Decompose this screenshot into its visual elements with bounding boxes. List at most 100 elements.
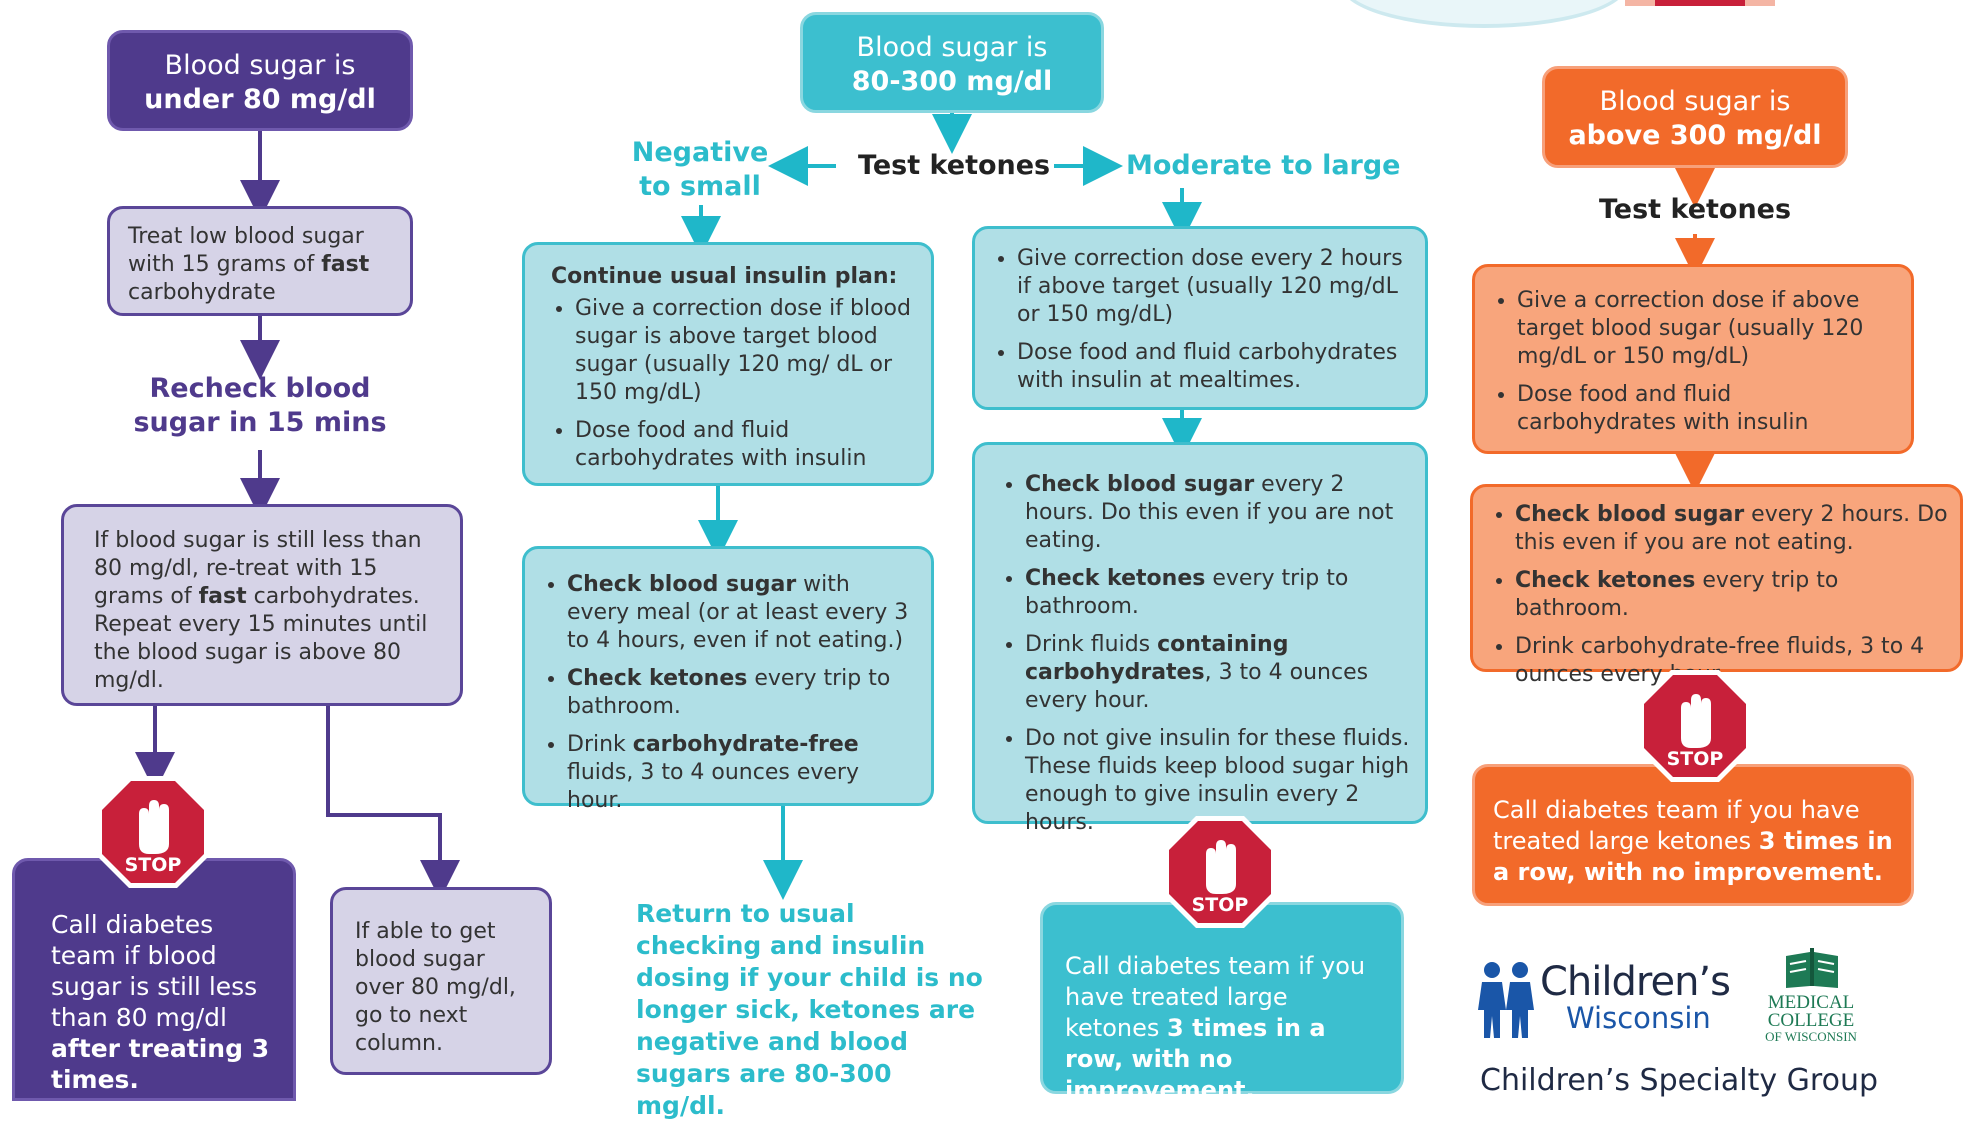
specialty-group: Children’s Specialty Group xyxy=(1480,1063,1878,1098)
col4-c2-rest: every trip to bathroom. xyxy=(1515,568,1839,621)
decorative-bar-red xyxy=(1655,0,1745,6)
col4-stop-label: STOP xyxy=(1667,748,1724,770)
childrens-logo: Children’s Wisconsin xyxy=(1472,958,1731,1040)
stop-sign-icon: STOP xyxy=(1164,816,1276,928)
col1-treat-bold: fast xyxy=(321,252,370,277)
col4-give-box: Give a correction dose if above target b… xyxy=(1472,264,1914,454)
col3-m2-rest: every trip to bathroom. xyxy=(1025,566,1349,619)
col2-header: Blood sugar is 80-300 mg/dl xyxy=(800,12,1104,113)
col4-check-bullet1: Check blood sugar every 2 hours. Do this… xyxy=(1515,501,1956,557)
col1-stop-label: STOP xyxy=(125,854,182,876)
col3-m3-bold: containing carbohydrates xyxy=(1025,632,1289,685)
col2-check3-bold: carbohydrate-free xyxy=(632,732,859,757)
col1-able-box: If able to get blood sugar over 80 mg/dl… xyxy=(330,887,552,1075)
col1-call-text: Call diabetes team if blood sugar is sti… xyxy=(51,909,275,1095)
col4-header: Blood sugar is above 300 mg/dl xyxy=(1542,66,1848,168)
col1-header: Blood sugar is under 80 mg/dl xyxy=(107,30,413,131)
col2-check-bullet1: Check blood sugar with every meal (or at… xyxy=(567,571,917,655)
col2-return-text: Return to usual checking and insulin dos… xyxy=(636,899,983,1120)
col3-stop-sign: STOP xyxy=(1162,814,1278,930)
col2-check1-rest: with every meal (or at least every 3 to … xyxy=(567,572,909,653)
children-figures-icon xyxy=(1478,962,1534,1038)
col4-call-a: Call diabetes team if you have treated l… xyxy=(1493,796,1860,855)
col4-stop-sign: STOP xyxy=(1637,668,1753,784)
col3-call-text: Call diabetes team if you have treated l… xyxy=(1065,951,1383,1106)
col3-m2-bold: Check ketones xyxy=(1025,566,1206,591)
col3-give-bullet2: Dose food and fluid carbohydrates with i… xyxy=(1017,339,1411,395)
col4-give-bullet1: Give a correction dose if above target b… xyxy=(1517,287,1897,371)
stop-sign-icon: STOP xyxy=(1639,670,1751,782)
childrens-logo-line1: Children’s xyxy=(1540,959,1731,1005)
col4-give-bullet2: Dose food and fluid carbohydrates with i… xyxy=(1517,381,1897,437)
col3-call-a: Call diabetes team if you have treated l… xyxy=(1065,952,1366,1042)
col3-monitor-bullet1: Check blood sugar every 2 hours. Do this… xyxy=(1025,471,1413,555)
col1-recheck: Recheck blood sugar in 15 mins xyxy=(107,372,413,440)
col2-check3-b: fluids, 3 to 4 ounces every hour. xyxy=(567,760,859,813)
col3-monitor-box: Check blood sugar every 2 hours. Do this… xyxy=(972,442,1428,835)
col1-recheck-line2: sugar in 15 mins xyxy=(133,407,387,438)
col2-check1-bold: Check blood sugar xyxy=(567,572,797,597)
col1-still-a: If blood sugar is still less than 80 mg/… xyxy=(94,528,422,609)
col3-call-box: Call diabetes team if you have treated l… xyxy=(1040,902,1404,1104)
col2-test-ketones: Test ketones xyxy=(858,150,1051,181)
col4-call-text: Call diabetes team if you have treated l… xyxy=(1493,795,1897,888)
col1-call-box: Call diabetes team if blood sugar is sti… xyxy=(12,858,296,1101)
col3-give-box: Give correction dose every 2 hours if ab… xyxy=(972,226,1428,410)
col3-stop-label: STOP xyxy=(1192,894,1249,916)
col4-c2-bold: Check ketones xyxy=(1515,568,1696,593)
col2-header-line1: Blood sugar is xyxy=(856,32,1048,63)
col2-negative: Negative to small xyxy=(620,136,780,204)
col1-treat-box: Treat low blood sugar with 15 grams of f… xyxy=(107,206,413,316)
col1-recheck-line1: Recheck blood xyxy=(149,373,371,404)
mcw-logo: MEDICAL COLLEGE OF WISCONSIN xyxy=(1748,946,1874,1046)
col4-header-line1: Blood sugar is xyxy=(1599,86,1791,117)
col2-continue-title: Continue usual insulin plan: xyxy=(551,264,898,289)
col2-neg-line2: to small xyxy=(639,171,761,202)
col2-continue-bullet1: Give a correction dose if blood sugar is… xyxy=(575,295,911,407)
col3-m1-rest: every 2 hours. Do this even if you are n… xyxy=(1025,472,1394,553)
col2-check2-rest: every trip to bathroom. xyxy=(567,666,891,719)
col1-able-text: If able to get blood sugar over 80 mg/dl… xyxy=(355,919,516,1056)
col4-check-box: Check blood sugar every 2 hours. Do this… xyxy=(1470,484,1963,687)
col4-header-line2: above 300 mg/dl xyxy=(1568,120,1822,151)
col4-check-bullet2: Check ketones every trip to bathroom. xyxy=(1515,567,1956,623)
col3-m3-b: , 3 to 4 ounces every hour. xyxy=(1025,660,1369,713)
col2-continue-bullet2: Dose food and fluid carbohydrates with i… xyxy=(575,417,911,473)
col1-still-b: carbohydrates. Repeat every 15 minutes u… xyxy=(94,584,428,693)
col1-treat-b: carbohydrate xyxy=(128,280,276,305)
col1-call-bold: after treating 3 times. xyxy=(51,1034,270,1094)
col1-still-bold: fast xyxy=(198,584,247,609)
col2-moderate: Moderate to large xyxy=(1126,150,1401,181)
col4-call-box: Call diabetes team if you have treated l… xyxy=(1472,764,1914,906)
col3-monitor-bullet4: Do not give insulin for these fluids. Th… xyxy=(1025,725,1413,837)
col2-check2-bold: Check ketones xyxy=(567,666,748,691)
col4-test-ketones: Test ketones xyxy=(1598,194,1792,225)
col3-give-bullet1: Give correction dose every 2 hours if ab… xyxy=(1017,245,1411,329)
col2-check-bullet2: Check ketones every trip to bathroom. xyxy=(567,665,917,721)
col1-header-line2: under 80 mg/dl xyxy=(144,84,376,115)
col4-c1-bold: Check blood sugar xyxy=(1515,502,1745,527)
mcw-logo-line2: COLLEGE xyxy=(1767,1010,1855,1031)
col3-call-bold: 3 times in a row, with no improvement. xyxy=(1065,1014,1326,1104)
col1-still-box: If blood sugar is still less than 80 mg/… xyxy=(61,504,463,706)
col2-check-box: Check blood sugar with every meal (or at… xyxy=(522,546,934,813)
arrow-purple-5 xyxy=(326,705,460,900)
col1-still-text: If blood sugar is still less than 80 mg/… xyxy=(94,527,430,695)
stop-sign-icon: STOP xyxy=(97,776,209,888)
col3-m3-a: Drink fluids xyxy=(1025,632,1158,657)
col3-monitor-bullet2: Check ketones every trip to bathroom. xyxy=(1025,565,1413,621)
col1-treat-a: Treat low blood sugar with 15 grams of xyxy=(128,224,364,277)
col1-header-line1: Blood sugar is xyxy=(164,50,356,81)
col3-m1-bold: Check blood sugar xyxy=(1025,472,1255,497)
col4-c1-rest: every 2 hours. Do this even if you are n… xyxy=(1515,502,1948,555)
col2-header-line2: 80-300 mg/dl xyxy=(851,66,1053,97)
childrens-logo-line2: Wisconsin xyxy=(1566,1001,1711,1035)
col2-check3-a: Drink xyxy=(567,732,633,757)
col3-monitor-bullet3: Drink fluids containing carbohydrates, 3… xyxy=(1025,631,1413,715)
col4-call-bold: 3 times in a row, with no improvement. xyxy=(1493,827,1893,886)
col1-treat-text: Treat low blood sugar with 15 grams of f… xyxy=(128,223,392,307)
mcw-logo-line3: OF WISCONSIN xyxy=(1765,1029,1857,1044)
col1-stop-sign: STOP xyxy=(95,774,211,890)
col2-check-bullet3: Drink carbohydrate-free fluids, 3 to 4 o… xyxy=(567,731,917,815)
col1-call-a: Call diabetes team if blood sugar is sti… xyxy=(51,910,258,1032)
